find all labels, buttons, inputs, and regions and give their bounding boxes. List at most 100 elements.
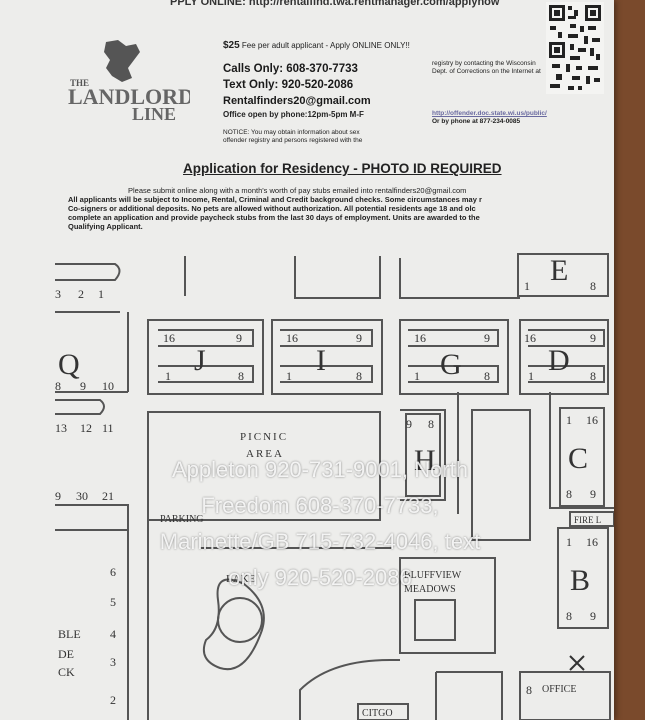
lake-shape — [202, 578, 265, 671]
office-building — [519, 671, 611, 720]
bottom-roads — [299, 659, 503, 720]
unit-label-d8: 8 — [590, 369, 596, 383]
unit-label-i9: 9 — [356, 331, 362, 345]
unit-label-21: 21 — [102, 489, 114, 503]
unit-label-d1: 1 — [528, 369, 534, 383]
registry-text: registry by contacting the Wisconsin Dep… — [432, 60, 541, 75]
office-marker-icon — [569, 655, 585, 671]
building-j-frame — [147, 319, 264, 395]
unit-label-h8: 8 — [428, 417, 434, 431]
landlord-line-logo: THE LANDLORD LINE — [68, 40, 190, 124]
unit-label-b8: 8 — [566, 609, 572, 623]
building-q-row — [55, 399, 105, 415]
watermark-line2: Freedom 608-370-7733, — [201, 493, 439, 518]
application-instructions: Please submit online along with a month'… — [68, 186, 482, 231]
watermark-line3: Marinette/GB 715-732-4046, text — [159, 529, 481, 554]
unit-label-e1: 1 — [524, 279, 530, 293]
unit-label-3: 3 — [55, 287, 61, 301]
left-road — [55, 504, 129, 720]
area-label: AREA — [246, 448, 284, 460]
unit-label-j8: 8 — [238, 369, 244, 383]
unit-label-i1: 1 — [286, 369, 292, 383]
unit-label-j1: 1 — [165, 369, 171, 383]
unit-label-office8: 8 — [526, 683, 532, 697]
unit-label-b1: 1 — [566, 535, 572, 549]
unit-label-c16: 16 — [586, 413, 598, 427]
unit-label-c8: 8 — [566, 487, 572, 501]
citgo-label: CITGO — [362, 708, 393, 719]
unit-label-4: 4 — [110, 627, 116, 641]
sex-offender-notice: NOTICE: You may obtain information about… — [223, 129, 363, 144]
parking-label: PARKING — [160, 514, 204, 525]
building-h-units — [405, 413, 441, 497]
side-label-3: CK — [58, 665, 75, 679]
building-q-label: Q — [58, 348, 80, 381]
unit-label-3b: 3 — [110, 655, 116, 669]
unit-label-c9: 9 — [590, 487, 596, 501]
qr-code-icon[interactable] — [546, 2, 604, 94]
main-road — [457, 392, 531, 541]
watermark-line4: only 920-520-2086 — [228, 565, 412, 590]
road-top-left — [55, 311, 129, 393]
unit-rows-j — [158, 329, 254, 383]
building-h-outline — [400, 409, 446, 501]
side-label-1: BLE — [58, 627, 81, 641]
building-d-label: D — [548, 344, 570, 377]
unit-label-5: 5 — [110, 595, 116, 609]
unit-label-q10: 10 — [102, 379, 114, 393]
unit-rows-g — [408, 329, 499, 383]
unit-label-g9: 9 — [484, 331, 490, 345]
unit-label-2b: 2 — [110, 693, 116, 707]
unit-label-d9: 9 — [590, 331, 596, 345]
fire-lane-box — [569, 511, 614, 527]
offender-contact: http://offender.doc.state.wi.us/public/ … — [432, 110, 547, 125]
picnic-area-outline — [147, 411, 381, 521]
logo-line2: LANDLORD — [68, 84, 190, 109]
building-j-label: J — [194, 344, 206, 377]
building-c-frame — [559, 407, 605, 507]
unit-label-12: 12 — [80, 421, 92, 435]
unit-label-b16: 16 — [586, 535, 598, 549]
unit-label-g1: 1 — [414, 369, 420, 383]
application-flyer: PPLY ONLINE: http://rentalfind.twa.rentm… — [0, 0, 614, 720]
lake-label: LAKE — [226, 573, 256, 585]
unit-label-j16: 16 — [163, 331, 175, 345]
unit-label-13: 13 — [55, 421, 67, 435]
picnic-label: PICNIC — [240, 431, 288, 443]
side-label-2: DE — [58, 647, 74, 661]
contact-email[interactable]: Rentalfinders20@gmail.com — [223, 95, 371, 107]
unit-label-i16: 16 — [286, 331, 298, 345]
building-b-label: B — [570, 564, 590, 597]
unit-label-h9: 9 — [406, 417, 412, 431]
unit-label-j9: 9 — [236, 331, 242, 345]
watermark-line1: Appleton 920-731-9001, North — [172, 457, 468, 482]
building-h-label: H — [414, 444, 436, 477]
application-title: Application for Residency - PHOTO ID REQ… — [183, 161, 502, 176]
unit-rows-i — [280, 329, 373, 383]
office-hours: Office open by phone:12pm-5pm M-F — [223, 110, 364, 119]
building-g-frame — [399, 319, 509, 395]
unit-rows-d — [528, 329, 605, 383]
building-i-frame — [271, 319, 383, 395]
parking-road — [147, 520, 392, 720]
unit-label-e8: 8 — [590, 279, 596, 293]
bluffview-inner — [414, 599, 456, 641]
logo-line3: LINE — [132, 104, 176, 124]
bluffview-outline — [399, 557, 496, 654]
unit-label-g16: 16 — [414, 331, 426, 345]
unit-label-d16: 16 — [524, 331, 536, 345]
unit-label-1: 1 — [98, 287, 104, 301]
bluffview-label: BLUFFVIEW — [404, 570, 462, 581]
building-g-label: G — [440, 348, 462, 381]
unit-label-c1: 1 — [566, 413, 572, 427]
unit-label-q8: 8 — [55, 379, 61, 393]
unit-label-i8: 8 — [356, 369, 362, 383]
top-road — [184, 256, 520, 299]
building-e-label: E — [550, 254, 568, 287]
lion-icon — [104, 40, 140, 82]
fire-lane-label: FIRE L — [574, 515, 601, 525]
unit-label-2: 2 — [78, 287, 84, 301]
apply-online-link[interactable]: PPLY ONLINE: http://rentalfind.twa.rentm… — [170, 0, 500, 8]
building-e-outline — [517, 253, 609, 297]
meadows-label: MEADOWS — [404, 584, 456, 595]
